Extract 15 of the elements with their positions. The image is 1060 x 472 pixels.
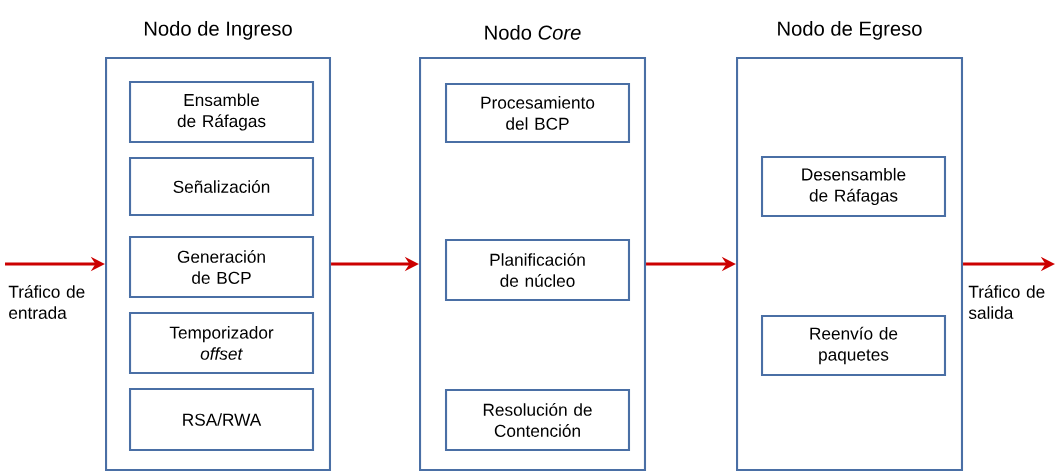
process-box: Temporizador offset [128, 311, 315, 375]
node-title: Nodo Core [485, 24, 581, 40]
node-title: Nodo de Egreso [778, 20, 922, 40]
process-box: Desensamble de Ráfagas [760, 155, 947, 218]
process-box: Reenvío de paquetes [760, 314, 947, 377]
process-box: Planificación de núcleo [444, 238, 631, 302]
process-box: Ensamble de Ráfagas [128, 80, 315, 144]
node-title: Nodo de Ingreso [144, 20, 292, 40]
process-box: Señalización [128, 156, 315, 217]
process-box: RSA/RWA [128, 387, 315, 452]
process-box: Generación de BCP [128, 235, 315, 299]
process-box: Resolución de Contención [444, 388, 631, 452]
flow-label: Tráfico de entrada [8, 285, 85, 319]
process-box: Procesamiento del BCP [444, 82, 631, 144]
flow-label: Tráfico de salida [968, 285, 1045, 319]
